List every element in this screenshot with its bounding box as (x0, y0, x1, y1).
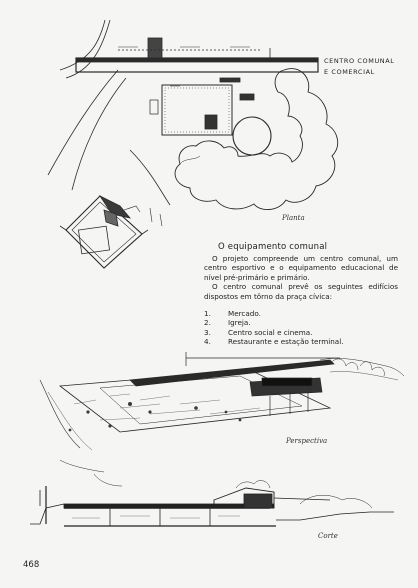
list-text: Igreja. (228, 318, 251, 328)
list-item: 2. Igreja. (204, 318, 398, 327)
list-number: 2. (204, 318, 211, 328)
section-heading: O equipamento comunal (218, 242, 328, 252)
plan-label-line1: CENTRO COMUNAL (324, 57, 395, 65)
list-item: 4. Restaurante e estação terminal. (204, 337, 398, 346)
list-number: 4. (204, 337, 211, 347)
list-item: 3. Centro social e cinema. (204, 328, 398, 337)
plan-label: CENTRO COMUNAL E COMERCIAL (324, 56, 395, 78)
plan-caption: Planta (282, 214, 305, 222)
plan-label-line2: E COMERCIAL (324, 68, 375, 76)
list-number: 3. (204, 327, 211, 337)
cut-caption: Corte (318, 532, 338, 540)
list-number: 1. (204, 309, 211, 319)
list-text: Restaurante e estação terminal. (228, 337, 344, 347)
list-item: 1. Mercado. (204, 309, 398, 318)
list-text: Mercado. (228, 309, 261, 319)
paragraph-1: O projeto compreende um centro comunal, … (204, 254, 398, 282)
section-text: O projeto compreende um centro comunal, … (204, 254, 398, 347)
list-text: Centro social e cinema. (228, 327, 313, 337)
perspective-caption: Perspectiva (286, 437, 328, 445)
page-number: 468 (23, 560, 40, 570)
paragraph-2: O centro comunal prevê os seguintes edif… (204, 282, 398, 301)
